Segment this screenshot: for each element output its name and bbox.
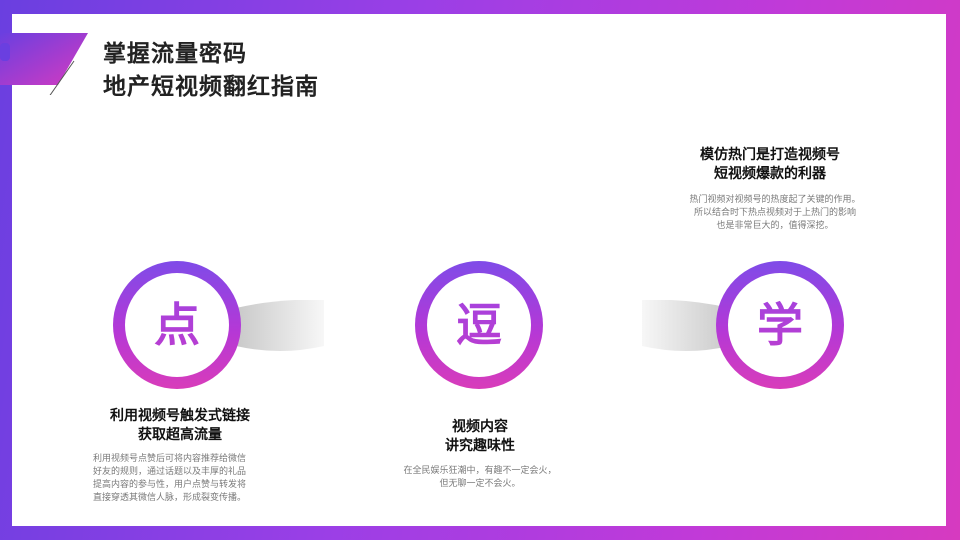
item-1-body-line: 直接穿透其微信人脉，形成裂变传播。 bbox=[93, 493, 247, 503]
item-2-body: 在全民娱乐狂潮中，有趣不一定会火， 但无聊一定不会火。 bbox=[380, 465, 580, 491]
item-1-body-line: 提高内容的参与性，用户点赞与转发将 bbox=[93, 480, 247, 490]
item-2-body-line: 但无聊一定不会火。 bbox=[439, 479, 521, 489]
item-1-heading: 利用视频号触发式链接 获取超高流量 bbox=[80, 407, 280, 445]
page-title-line-2: 地产短视频翻红指南 bbox=[103, 74, 319, 100]
item-2-heading-line-2: 讲究趣味性 bbox=[445, 438, 515, 454]
circle-badge-inner bbox=[427, 273, 531, 377]
circle-badge-inner bbox=[125, 273, 229, 377]
item-1-body: 利用视频号点赞后可将内容推荐给微信 好友的规则，通过话题以及丰厚的礼品 提高内容… bbox=[93, 453, 283, 505]
circle-badge-inner bbox=[728, 273, 832, 377]
circle-badge-dian: 点 bbox=[113, 261, 241, 389]
item-3-body-line: 也是非常巨大的，值得深挖。 bbox=[716, 221, 834, 231]
item-1-heading-line-1: 利用视频号触发式链接 bbox=[110, 408, 250, 424]
title-accent-graphic bbox=[0, 33, 88, 95]
badge-glyph: 点 bbox=[113, 261, 241, 389]
circle-badge-dou: 逗 bbox=[415, 261, 543, 389]
badge-glyph: 逗 bbox=[415, 261, 543, 389]
item-1-body-line: 好友的规则，通过话题以及丰厚的礼品 bbox=[93, 467, 247, 477]
item-3-body-line: 热门视频对视频号的热度起了关键的作用。 bbox=[689, 195, 861, 205]
item-2-body-line: 在全民娱乐狂潮中，有趣不一定会火， bbox=[403, 466, 557, 476]
item-2-heading: 视频内容 讲究趣味性 bbox=[380, 418, 580, 456]
item-3-body: 热门视频对视频号的热度起了关键的作用。 所以结合时下热点视频对于上热门的影响 也… bbox=[670, 194, 880, 233]
item-3-body-line: 所以结合时下热点视频对于上热门的影响 bbox=[693, 208, 856, 218]
badge-glyph: 学 bbox=[716, 261, 844, 389]
connector-ribbon-right bbox=[642, 300, 730, 351]
page-title-line-1: 掌握流量密码 bbox=[103, 41, 247, 67]
circle-badge-xue: 学 bbox=[716, 261, 844, 389]
connector-ribbon-left bbox=[236, 300, 324, 351]
item-2-heading-line-1: 视频内容 bbox=[452, 419, 508, 435]
item-3-heading: 模仿热门是打造视频号 短视频爆款的利器 bbox=[670, 146, 870, 184]
item-3-heading-line-1: 模仿热门是打造视频号 bbox=[700, 147, 840, 163]
item-1-heading-line-2: 获取超高流量 bbox=[138, 427, 222, 443]
item-3-heading-line-2: 短视频爆款的利器 bbox=[714, 166, 826, 182]
item-1-body-line: 利用视频号点赞后可将内容推荐给微信 bbox=[93, 454, 247, 464]
